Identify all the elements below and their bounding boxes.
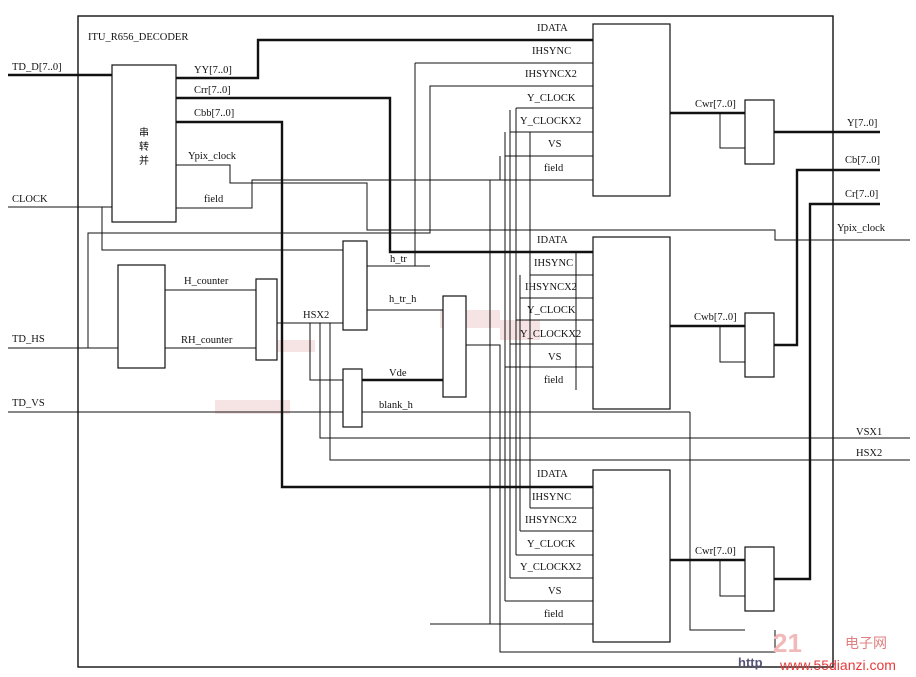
htr-block xyxy=(342,240,368,331)
mux-output-2: Cwb[7..0] xyxy=(694,312,737,323)
s2p-output-wires xyxy=(176,38,833,489)
mux-blocks xyxy=(744,99,775,612)
mux-block-1 xyxy=(744,99,775,165)
and-block xyxy=(442,295,467,398)
watermark: 21 电子网 http www.55dianzi.com xyxy=(738,628,896,673)
ch3-port-yclock: Y_CLOCK xyxy=(527,539,576,550)
counter-rh: RH_counter xyxy=(181,335,233,346)
output-vsx1: VSX1 xyxy=(856,427,882,438)
ch1-port-vs: VS xyxy=(548,139,562,150)
channel-block-3 xyxy=(592,469,671,643)
watermark-url: www.55dianzi.com xyxy=(779,657,896,673)
sync-h-tr-h: h_tr_h xyxy=(389,294,417,305)
mux-output-1: Cwr[7..0] xyxy=(695,99,736,110)
and-wires xyxy=(466,344,776,653)
channel-vertical-buses xyxy=(414,63,593,625)
ch3-port-vs: VS xyxy=(548,586,562,597)
s2p-ypix: Ypix_clock xyxy=(188,151,237,162)
ch3-port-field: field xyxy=(544,609,564,620)
compare-block xyxy=(255,278,278,361)
sync-h-tr: h_tr xyxy=(390,254,407,265)
decoder-title: ITU_R656_DECODER xyxy=(88,32,188,43)
counter-block xyxy=(117,264,166,369)
s2p-char-2: 转 xyxy=(139,140,149,153)
channel-port-lines xyxy=(415,62,593,625)
mux-block-3 xyxy=(744,546,775,612)
mux-block-2 xyxy=(744,312,775,378)
ch3-port-idata: IDATA xyxy=(537,469,568,480)
ch2-port-yclock: Y_CLOCK xyxy=(527,305,576,316)
ch1-port-ihsyncx2: IHSYNCX2 xyxy=(525,69,577,80)
ch1-port-field: field xyxy=(544,163,564,174)
ch2-port-vs: VS xyxy=(548,352,562,363)
watermark-http: http xyxy=(738,655,763,670)
s2p-block xyxy=(111,64,177,223)
ch2-port-yclockx2: Y_CLOCKX2 xyxy=(520,329,581,340)
ch1-port-ihsync: IHSYNC xyxy=(532,46,571,57)
output-wires xyxy=(833,239,910,461)
mux-wires xyxy=(670,111,880,631)
ch3-port-yclockx2: Y_CLOCKX2 xyxy=(520,562,581,573)
ch1-port-yclockx2: Y_CLOCKX2 xyxy=(520,116,581,127)
s2p-cbb: Cbb[7..0] xyxy=(194,108,234,119)
ch2-port-field: field xyxy=(544,375,564,386)
vde-wires xyxy=(362,378,690,413)
vde-block xyxy=(342,368,363,428)
ch2-port-ihsyncx2: IHSYNCX2 xyxy=(525,282,577,293)
htr-wires xyxy=(367,265,443,311)
channel-block-1 xyxy=(592,23,671,197)
ch2-port-ihsync: IHSYNC xyxy=(534,258,573,269)
sync-blank-h: blank_h xyxy=(379,400,414,411)
counter-wires xyxy=(165,289,256,349)
ch3-port-ihsyncx2: IHSYNCX2 xyxy=(525,515,577,526)
decoder-border xyxy=(77,15,834,668)
output-y: Y[7..0] xyxy=(847,118,877,129)
s2p-char-3: 并 xyxy=(139,154,149,167)
channel-block-2 xyxy=(592,236,671,410)
output-hsx2: HSX2 xyxy=(856,448,882,459)
watermark-logo-number: 21 xyxy=(773,628,802,658)
output-cr: Cr[7..0] xyxy=(845,189,878,200)
s2p-crr: Crr[7..0] xyxy=(194,85,231,96)
compare-wires xyxy=(277,322,833,461)
counter-h: H_counter xyxy=(184,276,229,287)
clock-wires xyxy=(87,85,593,348)
output-ypix: Ypix_clock xyxy=(837,223,886,234)
ch1-port-yclock: Y_CLOCK xyxy=(527,93,576,104)
ch1-port-idata: IDATA xyxy=(537,23,568,34)
s2p-char-1: 串 xyxy=(139,127,149,139)
input-clock: CLOCK xyxy=(12,194,48,205)
output-cb: Cb[7..0] xyxy=(845,155,880,166)
channel-blocks xyxy=(592,23,671,643)
s2p-yy: YY[7..0] xyxy=(194,65,232,76)
sync-hsx2-label: HSX2 xyxy=(303,310,329,321)
input-td-hs: TD_HS xyxy=(12,334,45,345)
ch2-port-idata: IDATA xyxy=(537,235,568,246)
watermark-logo-cn: 电子网 xyxy=(845,636,887,652)
mux-output-3: Cwr[7..0] xyxy=(695,546,736,557)
sync-vde: Vde xyxy=(389,368,407,379)
input-td-vs: TD_VS xyxy=(12,398,45,409)
ch3-port-ihsync: IHSYNC xyxy=(532,492,571,503)
input-wires xyxy=(8,73,343,413)
s2p-field: field xyxy=(204,194,224,205)
input-td-d: TD_D[7..0] xyxy=(12,62,62,73)
